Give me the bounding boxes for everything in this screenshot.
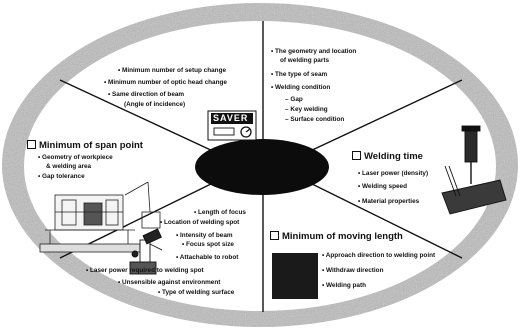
welding-parts-item: of welding parts <box>280 57 329 64</box>
optic-head-change-item: Minimum number of optic head change <box>104 79 227 87</box>
welding-area-item: & welding area <box>46 163 92 170</box>
span-point-title: Minimum of span point <box>27 140 143 151</box>
key-welding-subitem: Key welding <box>285 106 327 114</box>
checkbox-icon <box>27 140 36 149</box>
beam-direction-item: Same direction of beam <box>108 91 184 99</box>
welding-time-title-text: Welding time <box>364 151 423 162</box>
welding-time-title: Welding time <box>352 151 423 162</box>
workpiece-machine-illustration <box>39 181 161 253</box>
welding-condition-item: Welding condition <box>271 84 330 92</box>
saver-logo-text: SAVER <box>213 113 249 123</box>
span-point-title-text: Minimum of span point <box>39 140 143 151</box>
seam-type-item: The type of seam <box>271 71 327 79</box>
checkbox-icon <box>352 151 361 160</box>
laser-power-density-item: Laser power (density) <box>358 170 428 178</box>
focus-spot-size-item: Focus spot size <box>182 241 234 249</box>
welding-speed-item: Welding speed <box>358 183 407 191</box>
gap-tolerance-item: Gap tolerance <box>38 173 85 181</box>
workpiece-geometry-item: Geometry of workpiece <box>38 154 113 162</box>
center-ellipse <box>195 139 329 195</box>
divider-upper-left <box>59 79 216 153</box>
gap-subitem: Gap <box>285 96 302 104</box>
divider-upper-right <box>307 79 463 153</box>
moving-length-title-text: Minimum of moving length <box>282 231 403 242</box>
material-properties-item: Material properties <box>358 198 419 206</box>
laser-power-required-item: Laser power required to welding spot <box>86 267 204 275</box>
attachable-robot-item: Attachable to robot <box>176 254 239 262</box>
focus-length-item: Length of focus <box>194 209 246 217</box>
setup-change-item: Minimum number of setup change <box>118 67 226 75</box>
angle-of-incidence-item: (Angle of incidence) <box>124 101 186 108</box>
surface-condition-subitem: Surface condition <box>285 116 344 124</box>
geometry-location-item: The geometry and location <box>271 48 356 56</box>
environment-item: Unsensible against environment <box>118 279 220 287</box>
divider-lower-right <box>307 181 463 259</box>
withdraw-direction-item: Withdraw direction <box>322 267 383 275</box>
moving-length-title: Minimum of moving length <box>270 231 403 242</box>
approach-direction-item: Approach direction to welding point <box>322 252 435 260</box>
welding-spot-location-item: Location of welding spot <box>160 219 239 227</box>
beam-intensity-item: Intensity of beam <box>176 232 233 240</box>
welding-path-image <box>272 253 318 299</box>
checkbox-icon <box>270 231 279 240</box>
welding-path-item: Welding path <box>322 282 366 290</box>
welding-head-illustration <box>441 125 507 215</box>
saver-logo <box>207 110 257 141</box>
welding-surface-type-item: Type of welding surface <box>158 289 234 297</box>
